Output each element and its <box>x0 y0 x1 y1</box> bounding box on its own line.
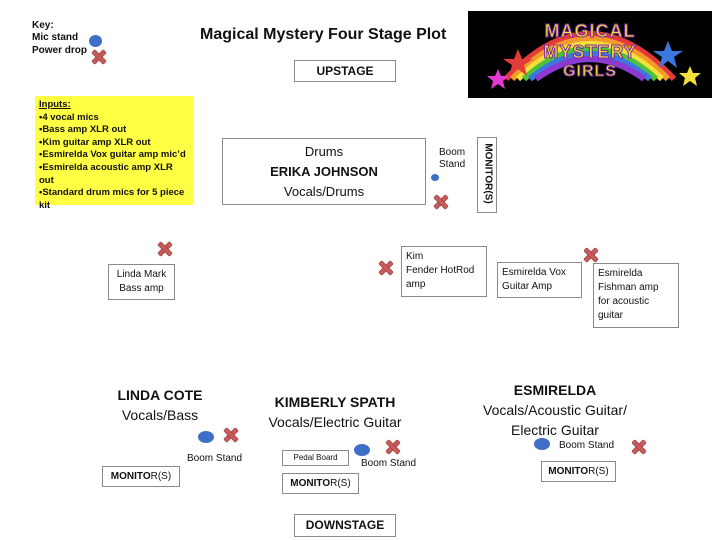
band-logo: MAGICAL MYSTERY GIRLS <box>468 11 712 98</box>
amp-label: Esmirelda Vox <box>502 267 566 278</box>
amp-label: Guitar Amp <box>502 281 553 292</box>
inputs-item: •4 vocal mics <box>39 111 99 123</box>
boom-stand-label: Boom Stand <box>559 440 615 451</box>
boom-stand-line: Boom <box>439 147 466 158</box>
key-mic-stand-label: Mic stand <box>32 32 79 43</box>
amp-label: Bass amp <box>119 283 164 294</box>
power-drop-icon <box>584 248 598 262</box>
monitor-linda: MONITOR(S) <box>102 466 180 487</box>
power-drop-icon <box>434 195 448 209</box>
amp-label: for acoustic <box>598 296 650 307</box>
inputs-item: •Kim guitar amp XLR out <box>39 136 151 148</box>
inputs-box: Inputs: •4 vocal mics •Bass amp XLR out … <box>35 96 193 211</box>
boom-stand-line: Stand <box>439 159 466 170</box>
upstage-label: UPSTAGE <box>294 60 396 82</box>
amp-linda-bass: Linda Mark Bass amp <box>108 264 175 300</box>
logo-line-2: MYSTERY <box>543 42 637 63</box>
boom-stand-label: Boom Stand <box>361 458 417 469</box>
power-drop-icon <box>224 428 238 442</box>
amp-esmirelda-fishman: Esmirelda Fishman amp for acoustic guita… <box>593 263 679 328</box>
logo-line-1: MAGICAL <box>544 21 636 42</box>
monitor-label-rest: R(S) <box>150 471 172 482</box>
page-title: Magical Mystery Four Stage Plot <box>200 26 447 43</box>
player-linda: LINDA COTE Vocals/Bass <box>100 385 220 425</box>
key-mic-stand-icon <box>89 35 102 47</box>
inputs-item: •Bass amp XLR out <box>39 124 127 136</box>
amp-label: Fender HotRod <box>406 265 475 276</box>
monitor-label-rest: R(S) <box>330 478 351 489</box>
downstage-label: DOWNSTAGE <box>294 514 396 537</box>
player-role: Vocals/Electric Guitar <box>268 414 402 430</box>
player-name: ESMIRELDA <box>513 382 597 398</box>
amp-label: guitar <box>598 310 624 321</box>
amp-label: Linda Mark <box>116 269 167 280</box>
inputs-item: •Esmirelda Vox guitar amp mic’d <box>39 149 186 161</box>
monitor-label-rest: R(S) <box>588 466 609 477</box>
mic-stand-icon <box>534 438 550 450</box>
monitor-esmirelda: MONITOR(S) <box>541 461 616 482</box>
mic-stand-icon <box>431 174 439 181</box>
inputs-item: •Standard drum mics for 5 piece kit <box>39 187 185 211</box>
monitor-label-bold: MONITO <box>548 466 589 477</box>
monitor-drums-label: MONITOR(S) <box>482 143 494 204</box>
amp-esmirelda-vox: Esmirelda Vox Guitar Amp <box>497 262 582 298</box>
amp-label: Esmirelda <box>598 268 643 279</box>
inputs-heading: Inputs: <box>39 99 71 110</box>
player-name: LINDA COTE <box>117 387 203 403</box>
drummer-name: ERIKA JOHNSON <box>270 164 378 179</box>
player-name: KIMBERLY SPATH <box>274 394 396 410</box>
inputs-item: •Esmirelda acoustic amp XLR out <box>39 161 173 186</box>
amp-kim-fender: Kim Fender HotRod amp <box>401 246 487 297</box>
mic-stand-icon <box>354 444 370 456</box>
power-drop-icon <box>158 242 172 256</box>
player-role: Electric Guitar <box>511 422 599 438</box>
amp-label: Fishman amp <box>598 282 659 293</box>
boom-stand-label: Boom Stand <box>187 453 243 464</box>
power-drop-icon <box>632 440 646 454</box>
monitor-drums: MONITOR(S) <box>477 137 497 213</box>
player-kimberly: KIMBERLY SPATH Vocals/Electric Guitar <box>255 392 415 432</box>
logo-line-3: GIRLS <box>563 63 617 81</box>
monitor-label-bold: MONITO <box>110 471 151 482</box>
mic-stand-icon <box>198 431 214 443</box>
key-title: Key: <box>32 20 54 31</box>
key-power-drop-label: Power drop <box>32 45 88 56</box>
drums-box: Drums ERIKA JOHNSON Vocals/Drums <box>222 138 426 205</box>
amp-label: Kim <box>406 251 424 262</box>
drummer-role: Vocals/Drums <box>283 184 365 199</box>
player-esmirelda: ESMIRELDA Vocals/Acoustic Guitar/ Electr… <box>470 380 640 440</box>
boom-stand-label: Boom Stand <box>439 147 465 171</box>
pedal-board: Pedal Board <box>282 450 349 466</box>
player-role: Vocals/Bass <box>121 407 199 423</box>
power-drop-icon <box>379 261 393 275</box>
key-power-drop-icon <box>92 50 106 64</box>
power-drop-icon <box>386 440 400 454</box>
monitor-kimberly: MONITOR(S) <box>282 473 359 494</box>
monitor-label-bold: MONITO <box>290 478 331 489</box>
drums-label: Drums <box>304 144 344 159</box>
amp-label: amp <box>406 279 426 290</box>
player-role: Vocals/Acoustic Guitar/ <box>483 402 627 418</box>
